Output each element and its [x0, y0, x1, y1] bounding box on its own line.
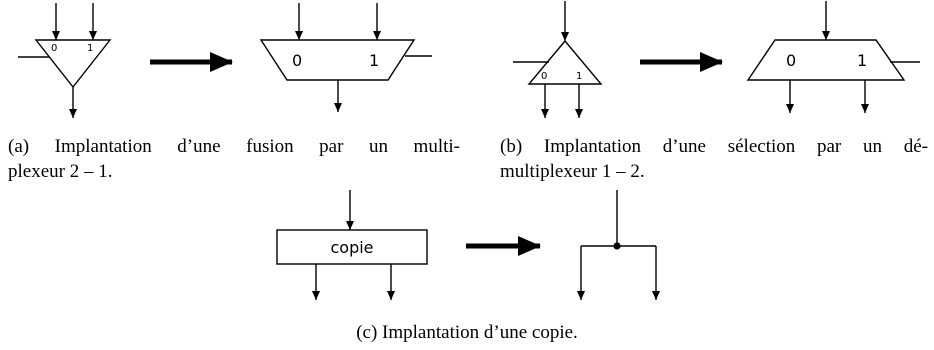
selection-output-label-1: 1: [576, 71, 582, 82]
caption-b: (b) Implantation d’une sélection par un …: [500, 134, 928, 184]
mux-2-1: [259, 39, 416, 81]
copy-block-label: copie: [330, 238, 373, 257]
selection-output-label-0: 0: [541, 71, 547, 82]
fusion-input-label-0: 0: [51, 43, 57, 54]
caption-c-line: (c) Implantation d’une copie.: [356, 322, 578, 343]
caption-a-line-2: plexeur 2 – 1.: [8, 161, 113, 182]
caption-b-line-2: multiplexeur 1 – 2.: [500, 161, 645, 182]
panel-a: [18, 3, 432, 118]
fusion-input-label-1: 1: [87, 43, 93, 54]
caption-a: (a) Implantation d’une fusion par un mul…: [8, 134, 460, 184]
junction-dot: [613, 242, 621, 250]
demux-output-label-0: 0: [786, 51, 796, 70]
mux-input-label-1: 1: [369, 51, 379, 70]
copy-block: [276, 229, 428, 265]
demux-1-2: [746, 39, 906, 81]
panel-b: [513, 1, 920, 118]
fork-junction: [581, 190, 656, 250]
demux-output-label-1: 1: [857, 51, 867, 70]
caption-b-line-1: (b) Implantation d’une sélection par un …: [500, 136, 928, 157]
caption-a-line-1: (a) Implantation d’une fusion par un mul…: [8, 136, 460, 157]
mux-input-label-0: 0: [292, 51, 302, 70]
fusion-triangle: [34, 39, 112, 89]
panel-c: [276, 190, 660, 300]
caption-c: (c) Implantation d’une copie.: [300, 320, 634, 345]
